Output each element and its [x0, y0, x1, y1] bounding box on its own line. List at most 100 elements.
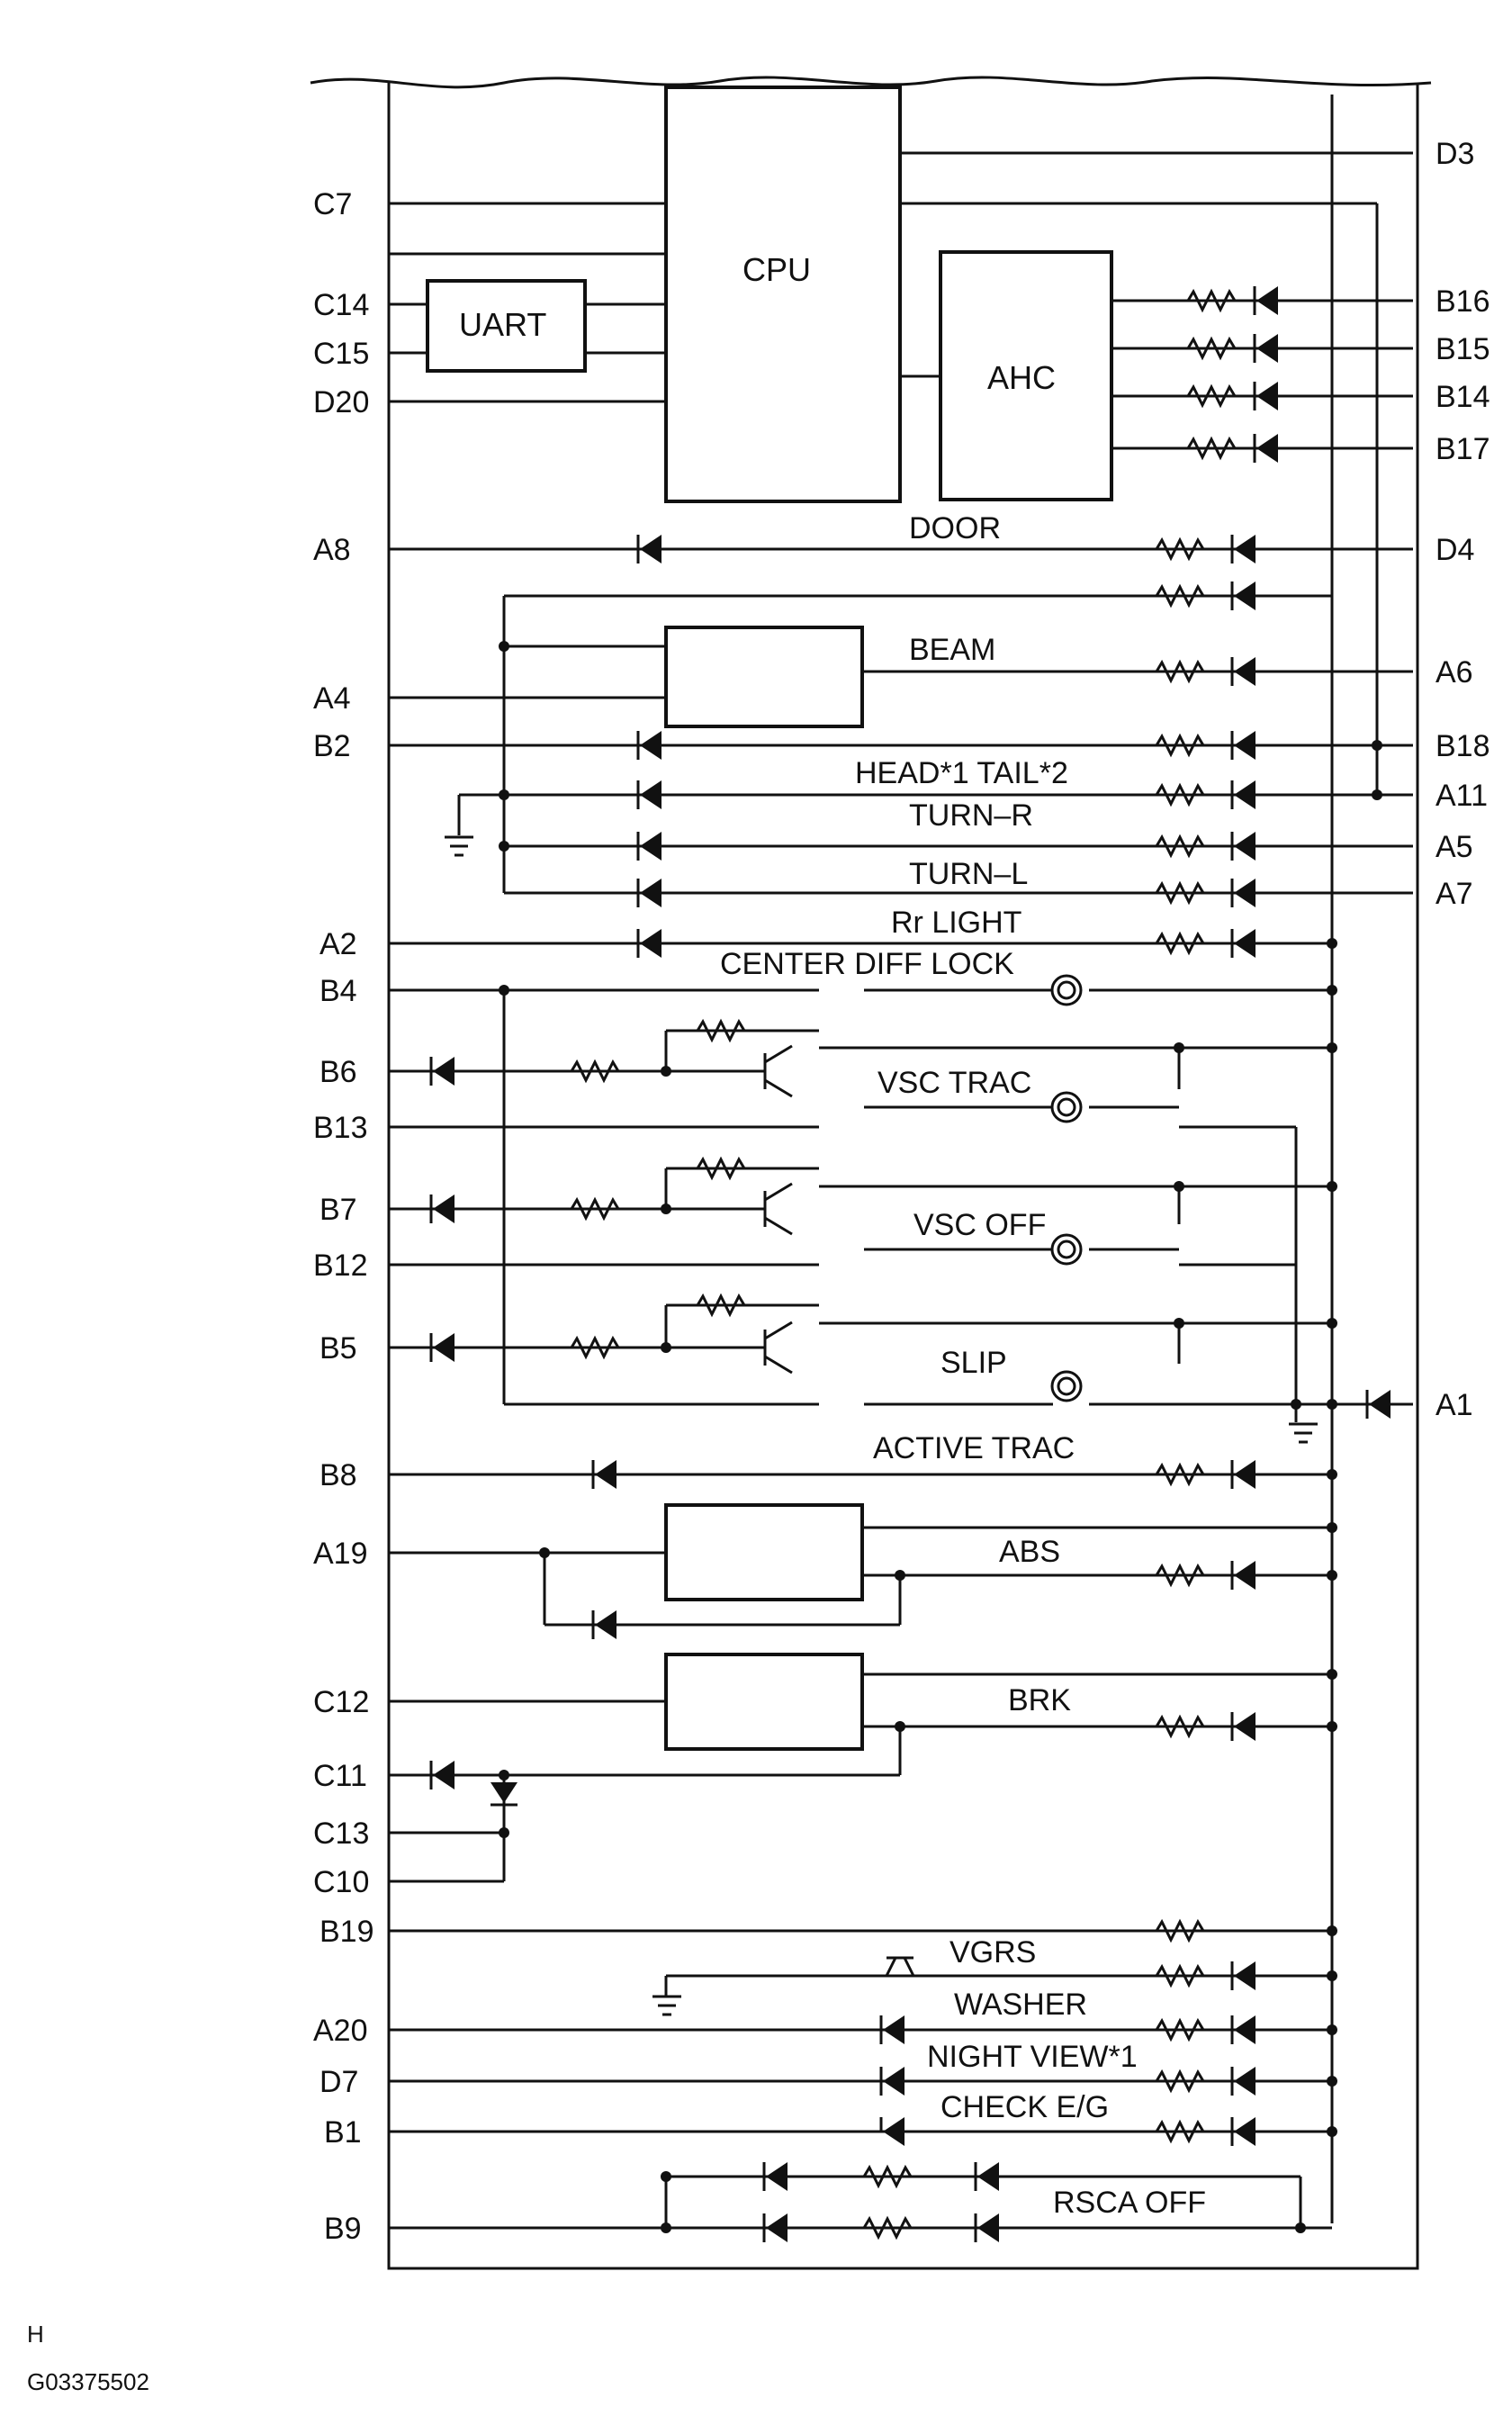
diode	[879, 2117, 904, 2146]
terminal-label: D4	[1436, 533, 1474, 567]
switch-wiring	[389, 988, 1413, 1422]
terminal-label: A4	[313, 681, 351, 716]
diode	[762, 2162, 788, 2191]
diode	[636, 780, 662, 809]
bulb	[1050, 1091, 1083, 1123]
resistor	[1155, 659, 1205, 684]
terminal-label: D3	[1436, 137, 1474, 171]
resistor	[1155, 931, 1205, 956]
terminal-label: B12	[313, 1249, 368, 1283]
indicator-label: TURN–R	[909, 798, 1033, 833]
ground-symbol	[652, 1995, 681, 2016]
led	[1230, 1561, 1256, 1590]
brk-block	[664, 1653, 864, 1751]
terminal-label: A20	[313, 2014, 368, 2048]
terminal-label: B5	[320, 1331, 357, 1366]
indicator-label: CENTER DIFF LOCK	[720, 947, 1014, 981]
resistor	[1155, 2119, 1205, 2144]
led	[1253, 286, 1278, 315]
terminal-label: D20	[313, 385, 369, 419]
indicator-label: DOOR	[909, 511, 1001, 545]
uart-block	[426, 279, 587, 373]
diode	[879, 2067, 904, 2096]
lamp-wiring	[389, 547, 1413, 945]
led	[1230, 1961, 1256, 1990]
led	[1230, 780, 1256, 809]
led	[1230, 2117, 1256, 2146]
terminal-label: A6	[1436, 655, 1473, 690]
terminal-label: B19	[320, 1915, 374, 1949]
resistor	[1155, 1714, 1205, 1739]
transistor	[763, 1321, 793, 1375]
resistor	[1155, 1563, 1205, 1588]
diode	[490, 1782, 518, 1807]
resistor	[1186, 336, 1237, 361]
terminal-label: C12	[313, 1685, 369, 1719]
led	[1253, 434, 1278, 463]
resistor	[862, 2164, 913, 2189]
resistor	[1155, 880, 1205, 906]
diode	[636, 879, 662, 907]
led	[1230, 2067, 1256, 2096]
terminal-label: C7	[313, 187, 352, 221]
led	[1230, 1460, 1256, 1489]
terminal-label: C14	[313, 288, 369, 322]
indicator-label: VGRS	[950, 1935, 1036, 1970]
meter-outline	[310, 76, 1432, 89]
led	[1230, 535, 1256, 563]
diode	[879, 2015, 904, 2044]
indicator-label: VSC OFF	[914, 1208, 1046, 1242]
led	[1230, 581, 1256, 610]
diode	[636, 535, 662, 563]
led	[1230, 1712, 1256, 1741]
resistor	[1155, 536, 1205, 562]
terminal-label: C11	[313, 1759, 367, 1793]
resistor	[1155, 1462, 1205, 1487]
ahc-block	[939, 250, 1113, 501]
right-terminal-labels: D3 B16 B15 B14 B17 D4 A6 B18 A11 A5 A7 A…	[1436, 137, 1490, 1422]
terminal-label: A2	[320, 927, 357, 961]
terminal-label: B14	[1436, 380, 1490, 414]
indicator-label: WASHER	[954, 1988, 1087, 2022]
terminal-label: C15	[313, 337, 369, 371]
terminal-label: B18	[1436, 729, 1490, 763]
led	[1230, 731, 1256, 760]
terminal-label: B16	[1436, 284, 1490, 319]
terminal-label: A8	[313, 533, 351, 567]
indicator-labels: DOOR BEAM HEAD*1 TAIL*2 TURN–R TURN–L Rr…	[720, 511, 1206, 2220]
terminal-label: A7	[1436, 877, 1473, 911]
ahc-label: AHC	[987, 359, 1056, 396]
resistor	[570, 1059, 620, 1084]
junction-dots	[499, 641, 1382, 2233]
indicator-label: SLIP	[940, 1346, 1007, 1380]
diode	[591, 1460, 616, 1489]
diode	[429, 1761, 454, 1789]
indicator-label: HEAD*1 TAIL*2	[855, 756, 1068, 790]
resistor	[696, 1156, 746, 1181]
terminal-label: B9	[324, 2212, 362, 2246]
resistor	[570, 1196, 620, 1222]
led	[1253, 334, 1278, 363]
cpu-label: CPU	[742, 251, 811, 288]
resistor	[1186, 383, 1237, 409]
resistor	[696, 1018, 746, 1043]
beam-block	[664, 626, 864, 728]
terminal-label: A1	[1436, 1388, 1473, 1422]
ground-symbol	[445, 835, 473, 857]
terminal-label: B4	[320, 974, 357, 1008]
uart-label: UART	[459, 306, 546, 343]
led	[974, 2162, 999, 2191]
led	[1253, 382, 1278, 410]
indicator-label: RSCA OFF	[1053, 2186, 1206, 2220]
resistor	[1155, 1918, 1205, 1943]
terminal-label: C13	[313, 1816, 369, 1851]
transistor	[763, 1182, 793, 1236]
indicator-label: BRK	[1008, 1683, 1071, 1717]
terminal-label: B7	[320, 1193, 357, 1227]
indicator-label: Rr LIGHT	[891, 906, 1022, 940]
diode	[636, 832, 662, 861]
terminal-label: B13	[313, 1111, 368, 1145]
indicator-label: BEAM	[909, 633, 995, 667]
figure-marker: H	[27, 2321, 44, 2348]
